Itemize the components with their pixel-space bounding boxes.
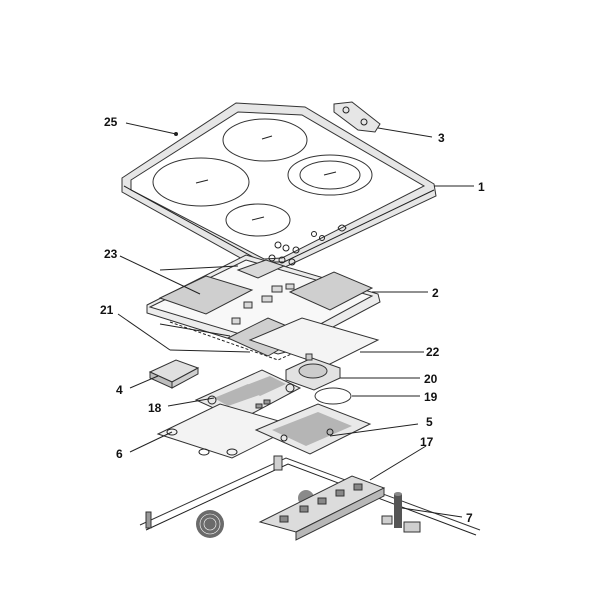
callout-labels: 25 3 1 23 2 21 22 4 20 19 18 5 6 17 7 [100,115,485,525]
cooking-zone-rear-right [287,154,373,196]
callout-18: 18 [148,401,162,415]
control-symbols [268,224,347,266]
callout-1: 1 [478,180,485,194]
part-5-pcb [254,403,372,455]
cooking-zone-front-right [225,203,291,237]
part-20-fan [285,353,341,391]
callout-23: 23 [104,247,118,261]
base-tray [139,455,481,538]
part-22-sheet [248,317,380,367]
callout-5: 5 [426,415,433,429]
hob-top-frame [121,102,437,271]
part-3-clip [333,101,381,133]
callout-17: 17 [420,435,434,449]
cooking-zone-rear-left [222,118,308,162]
part-19-ring [314,387,352,405]
part-17-board [258,475,386,541]
callout-19: 19 [424,390,438,404]
callout-2: 2 [432,286,439,300]
part-7-post [394,492,402,528]
callout-21: 21 [100,303,114,317]
cooking-zone-front-left [152,157,250,207]
callout-6: 6 [116,447,123,461]
callout-7: 7 [466,511,473,525]
callout-20: 20 [424,372,438,386]
callout-4: 4 [116,383,123,397]
leader-lines [117,122,474,518]
part-4-module [148,359,200,389]
callout-25: 25 [104,115,118,129]
callout-3: 3 [438,131,445,145]
coil-rear-right [288,271,374,311]
coil-rear-left [158,275,254,315]
callout-22: 22 [426,345,440,359]
cooking-zone-rear-right-inner [299,160,361,190]
